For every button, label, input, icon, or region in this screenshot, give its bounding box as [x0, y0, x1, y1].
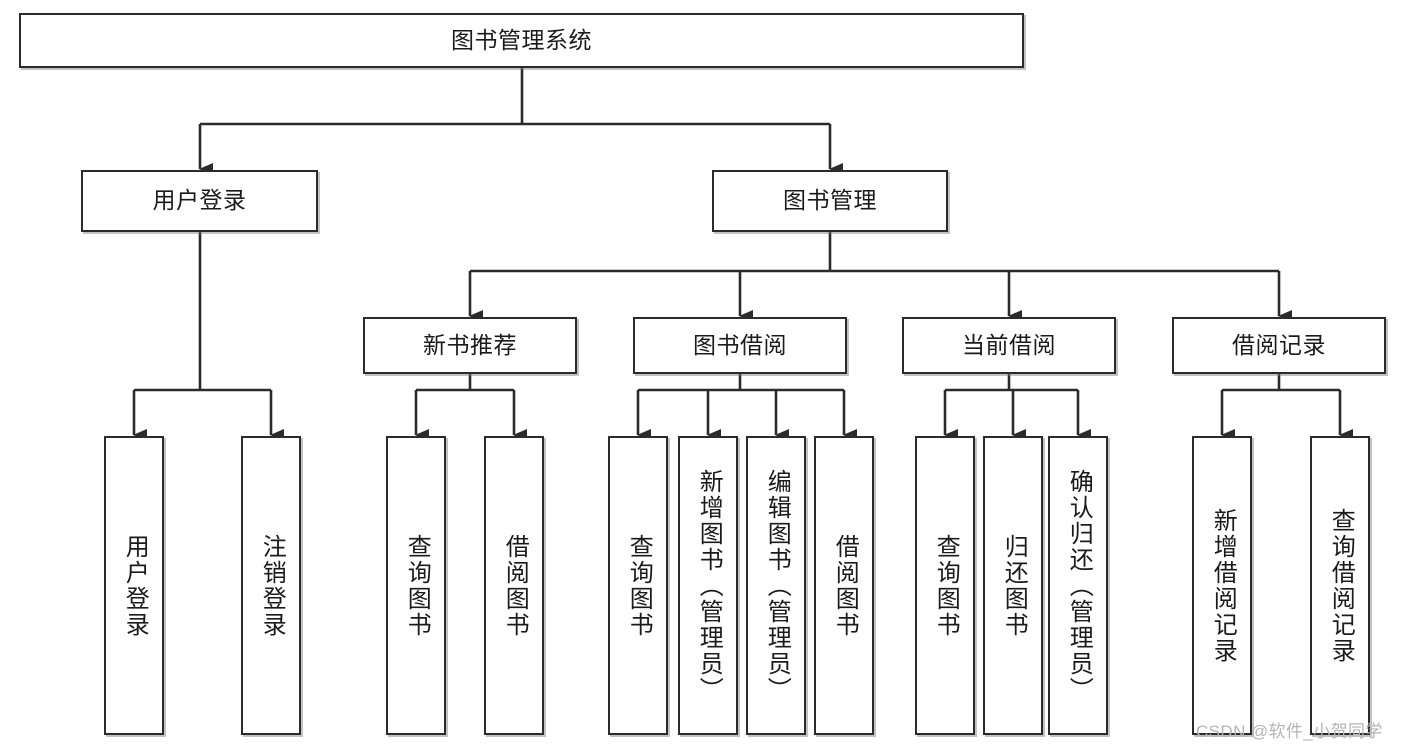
- node-leaf-borrow-book-rec: 借阅图书: [484, 436, 544, 735]
- node-leaf-query-book-rec: 查询图书: [386, 436, 446, 735]
- edge-group: [132, 68, 1353, 441]
- node-label-book-borrow: 图书借阅: [693, 331, 787, 358]
- node-book-manage: 图书管理: [712, 170, 948, 232]
- node-label-leaf-user-login: 用户登录: [121, 533, 149, 638]
- node-label-leaf-return-book: 归还图书: [1000, 533, 1028, 638]
- node-book-borrow: 图书借阅: [633, 317, 847, 374]
- node-new-book-rec: 新书推荐: [363, 317, 577, 374]
- node-label-leaf-query-book-rec: 查询图书: [403, 533, 431, 638]
- node-label-leaf-add-record: 新增借阅记录: [1209, 507, 1237, 664]
- node-user-login: 用户登录: [81, 170, 318, 232]
- node-leaf-borrow-book: 借阅图书: [814, 436, 874, 735]
- node-label-new-book-rec: 新书推荐: [423, 331, 517, 358]
- node-current-borrow: 当前借阅: [902, 317, 1116, 374]
- node-label-leaf-query-book: 查询图书: [625, 533, 653, 638]
- node-label-leaf-add-book: 新增图书（管理员）: [695, 468, 723, 703]
- node-label-user-login: 用户登录: [152, 187, 247, 214]
- node-label-leaf-query-book-cur: 查询图书: [932, 533, 960, 638]
- node-label-book-manage: 图书管理: [783, 187, 877, 214]
- node-label-leaf-edit-book: 编辑图书（管理员）: [763, 468, 791, 703]
- node-label-leaf-borrow-book-rec: 借阅图书: [501, 533, 529, 638]
- node-leaf-edit-book: 编辑图书（管理员）: [746, 436, 806, 735]
- node-borrow-record: 借阅记录: [1172, 317, 1386, 374]
- node-label-leaf-query-record: 查询借阅记录: [1327, 507, 1355, 664]
- node-leaf-return-book: 归还图书: [983, 436, 1043, 735]
- node-label-leaf-confirm-return: 确认归还（管理员）: [1065, 468, 1093, 703]
- node-leaf-query-record: 查询借阅记录: [1310, 436, 1370, 735]
- node-leaf-query-book: 查询图书: [608, 436, 668, 735]
- node-label-leaf-user-logout: 注销登录: [258, 533, 286, 638]
- node-leaf-add-book: 新增图书（管理员）: [678, 436, 738, 735]
- node-leaf-add-record: 新增借阅记录: [1192, 436, 1252, 735]
- node-label-current-borrow: 当前借阅: [962, 331, 1056, 358]
- node-root: 图书管理系统: [19, 13, 1024, 68]
- node-label-root: 图书管理系统: [451, 26, 592, 53]
- node-leaf-confirm-return: 确认归还（管理员）: [1048, 436, 1108, 735]
- node-label-borrow-record: 借阅记录: [1232, 331, 1326, 358]
- node-label-leaf-borrow-book: 借阅图书: [831, 533, 859, 638]
- node-leaf-user-logout: 注销登录: [241, 436, 301, 735]
- node-leaf-query-book-cur: 查询图书: [915, 436, 975, 735]
- node-leaf-user-login: 用户登录: [104, 436, 164, 735]
